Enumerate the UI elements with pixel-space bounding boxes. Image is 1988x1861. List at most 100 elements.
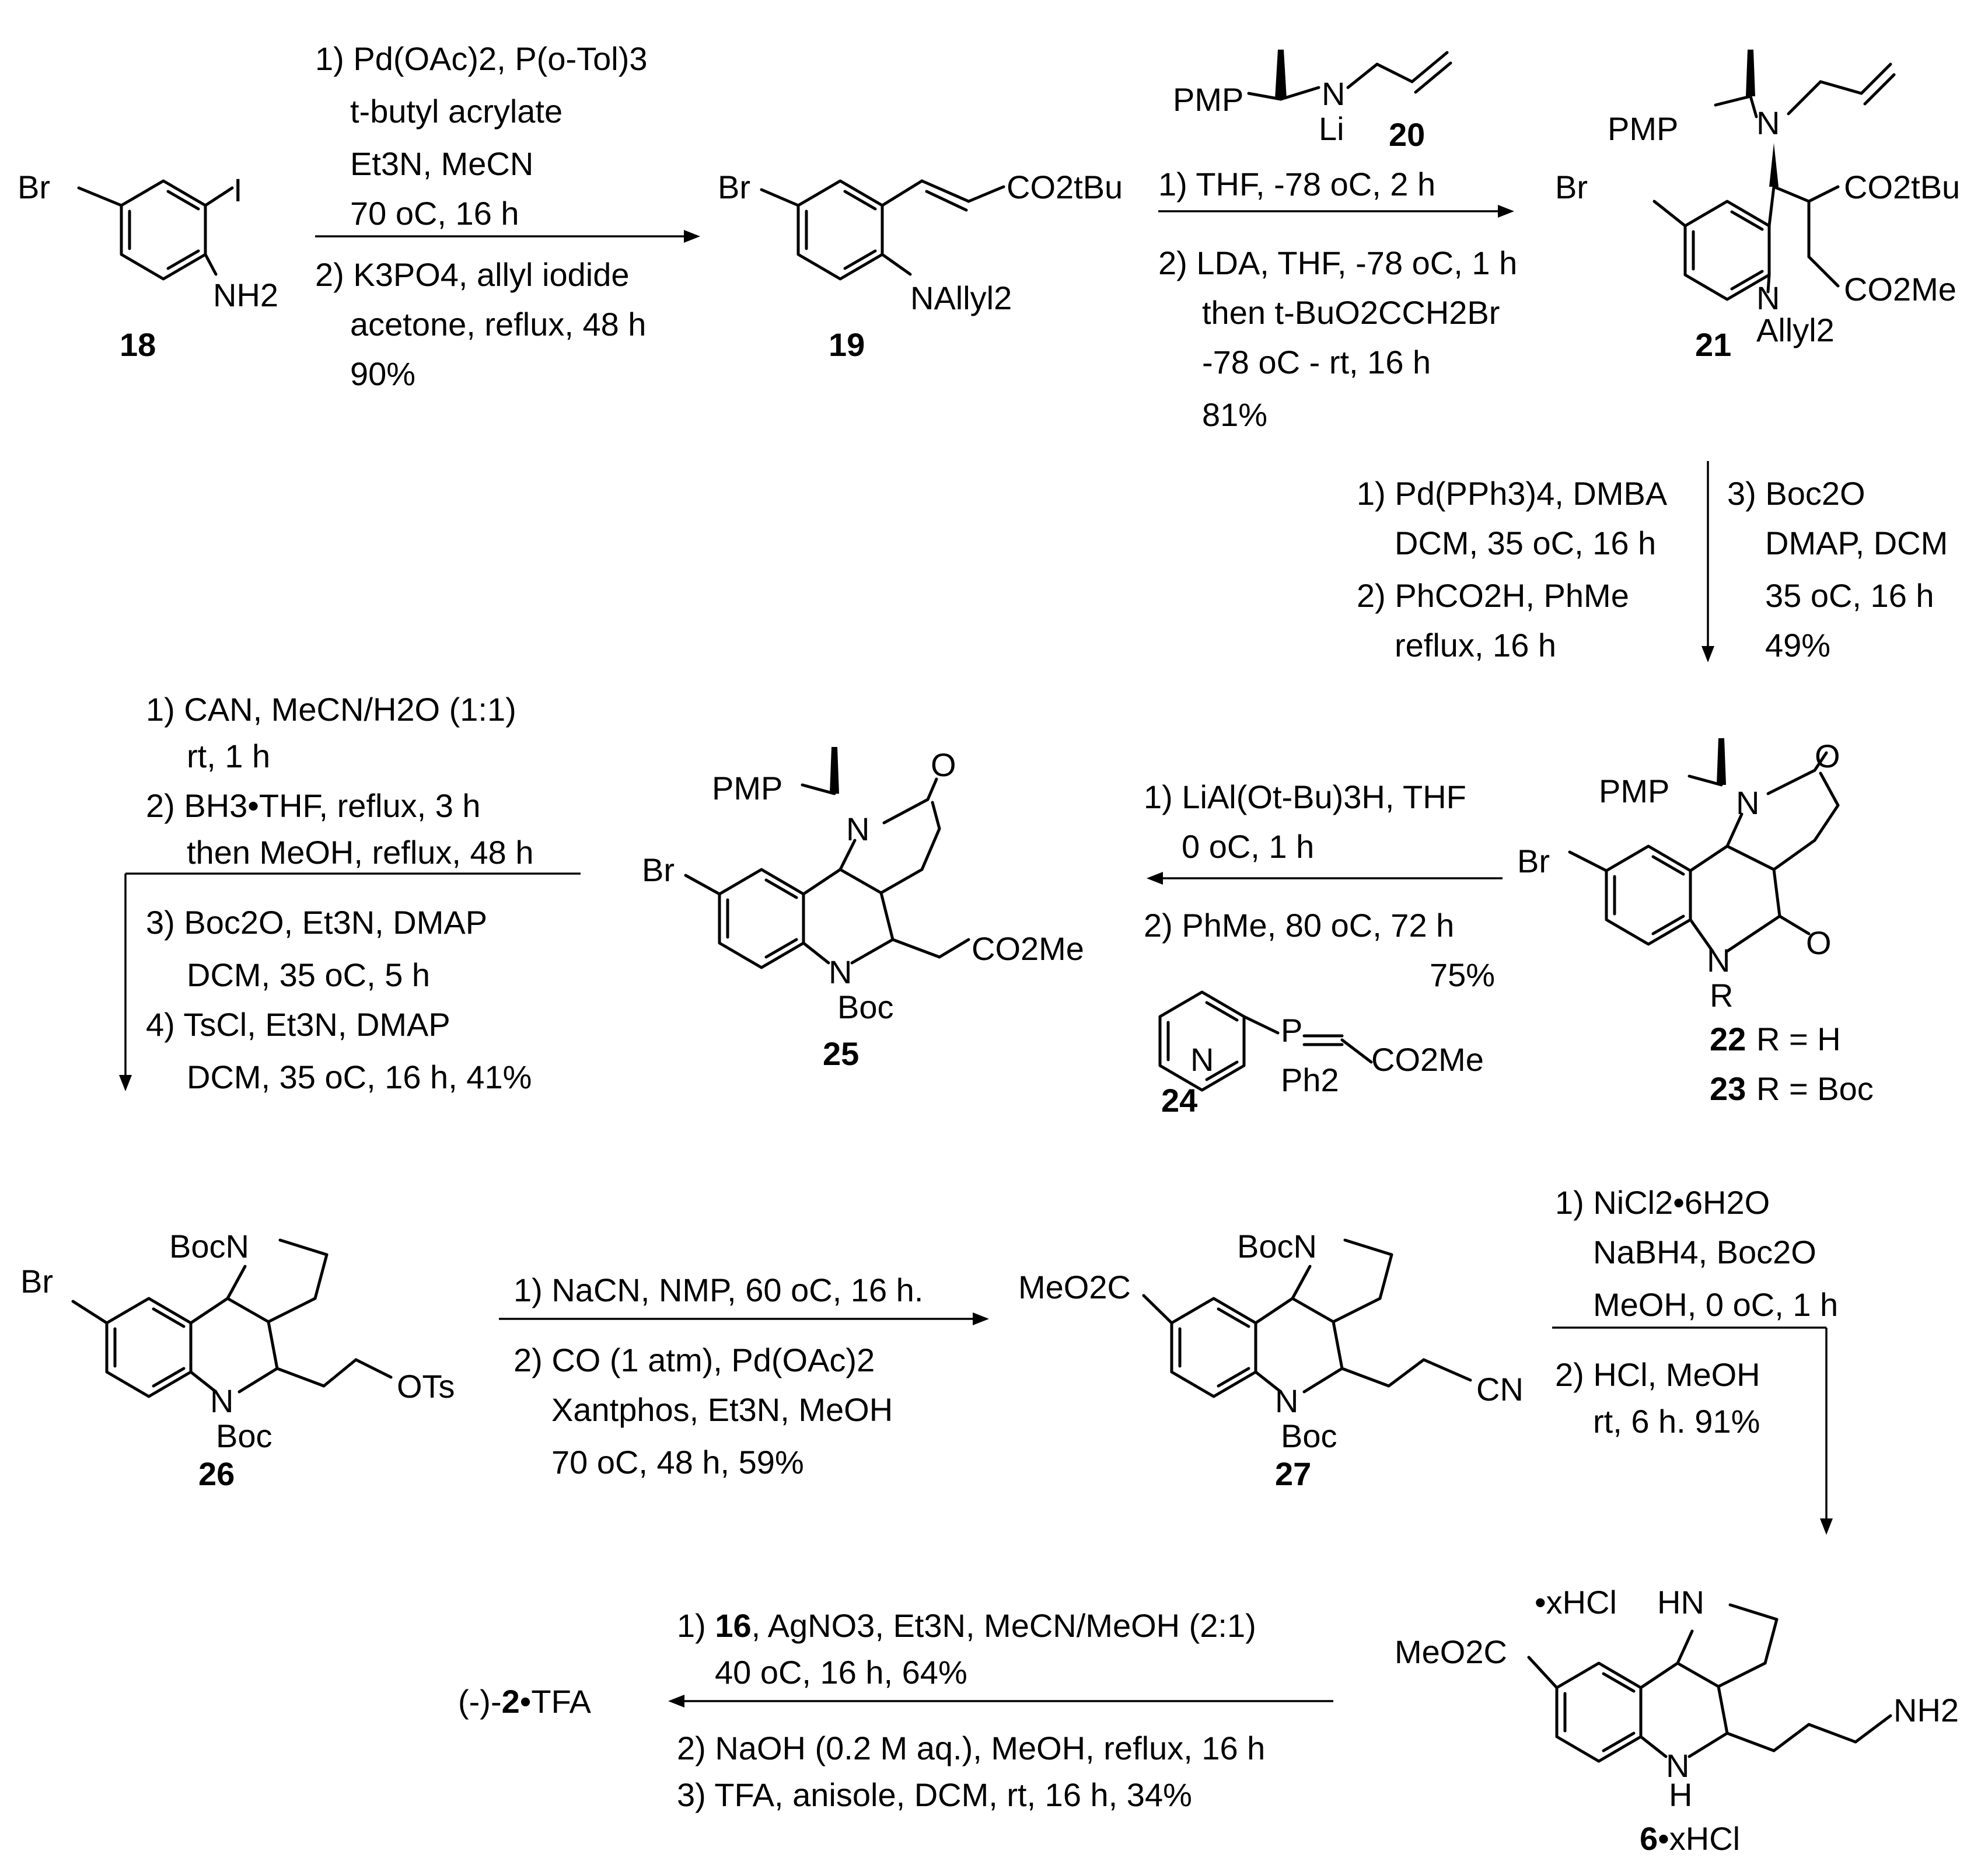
s3-left-1: 1) Pd(PPh3)4, DMBA	[1357, 475, 1668, 512]
c25-n2-label: N	[829, 954, 852, 990]
c20-n-label: N	[1322, 75, 1345, 112]
c23-label: R = Boc	[1756, 1070, 1874, 1107]
c23-n2-label: N	[1707, 942, 1730, 979]
c26-n2-label: N	[210, 1382, 233, 1419]
s1-line-1: 1) Pd(OAc)2, P(o-Tol)3	[315, 40, 648, 77]
s5-line-1: 1) CAN, MeCN/H2O (1:1)	[146, 691, 516, 728]
compound-18: Br I NH2 18	[18, 169, 278, 363]
s5-line-8: DCM, 35 oC, 16 h, 41%	[187, 1059, 532, 1095]
s2-line-2: 2) LDA, THF, -78 oC, 1 h	[1158, 245, 1517, 281]
c21-ester1-label: CO2tBu	[1844, 169, 1960, 205]
c21-number: 21	[1695, 326, 1731, 363]
step-5: 1) CAN, MeCN/H2O (1:1) rt, 1 h 2) BH3•TH…	[119, 691, 581, 1095]
compound-21: PMP N Br CO2tBu CO2Me N Allyl2 21	[1555, 50, 1960, 363]
s4-line-3: 2) PhMe, 80 oC, 72 h	[1144, 907, 1454, 944]
s5-line-2: rt, 1 h	[187, 738, 270, 774]
c27-boc-label: Boc	[1281, 1417, 1337, 1454]
step-7: 1) NiCl2•6H2O NaBH4, Boc2O MeOH, 0 oC, 1…	[1552, 1184, 1838, 1535]
c21-pmp-label: PMP	[1608, 110, 1678, 147]
s3-left-4: reflux, 16 h	[1395, 627, 1556, 664]
c6-n2-label: N	[1666, 1747, 1689, 1784]
step-4: 1) LiAl(Ot-Bu)3H, THF 0 oC, 1 h 2) PhMe,…	[1144, 778, 1503, 993]
c19-number: 19	[829, 326, 865, 363]
compound-19: Br CO2tBu NAllyl2 19	[718, 169, 1123, 363]
c19-ester-label: CO2tBu	[1007, 169, 1123, 205]
s1-line-2: t-butyl acrylate	[350, 93, 562, 130]
c6-ester-label: MeO2C	[1395, 1633, 1507, 1670]
c21-br-label: Br	[1555, 169, 1588, 205]
c25-o-label: O	[931, 746, 956, 783]
compound-22-23: PMP N O Br O N R 22 R = H 23 R = Boc	[1517, 738, 1874, 1107]
step-2: 1) THF, -78 oC, 2 h 2) LDA, THF, -78 oC,…	[1158, 166, 1517, 433]
compound-25: PMP N O Br CO2Me N Boc 25	[642, 746, 1084, 1072]
c20-number: 20	[1389, 116, 1425, 153]
c6-h-label: H	[1669, 1776, 1692, 1813]
c6-salt: •xHCl	[1658, 1820, 1740, 1857]
s8-ref-16: 16	[715, 1607, 751, 1644]
s2-line-5: 81%	[1202, 396, 1267, 433]
s8-line-2: 40 oC, 16 h, 64%	[715, 1654, 967, 1691]
s6-line-2: 2) CO (1 atm), Pd(OAc)2	[513, 1342, 875, 1378]
c24-n-label: N	[1190, 1041, 1214, 1078]
c27-ester-label: MeO2C	[1018, 1269, 1131, 1305]
c21-n-label: N	[1756, 104, 1780, 141]
c19-br-label: Br	[718, 169, 750, 205]
c23-number: 23	[1710, 1070, 1746, 1107]
s3-right-3: 35 oC, 16 h	[1765, 577, 1934, 614]
c26-bocn-label: BocN	[169, 1228, 249, 1265]
s8-line-4: 3) TFA, anisole, DCM, rt, 16 h, 34%	[677, 1776, 1192, 1813]
s5-line-6: DCM, 35 oC, 5 h	[187, 956, 430, 993]
c21-n2-label: N	[1756, 280, 1780, 316]
c20-pmp-label: PMP	[1173, 81, 1243, 118]
s2-line-3: then t-BuO2CCH2Br	[1202, 294, 1500, 331]
c25-br-label: Br	[642, 851, 675, 888]
compound-6: HN •xHCl MeO2C N H NH2 6•xHCl	[1395, 1584, 1959, 1857]
s5-line-3: 2) BH3•THF, reflux, 3 h	[146, 787, 481, 824]
c22-label: R = H	[1756, 1021, 1841, 1057]
step-3: 1) Pd(PPh3)4, DMBA DCM, 35 oC, 16 h 2) P…	[1357, 461, 1948, 664]
c6-salt-top-label: •xHCl	[1535, 1584, 1617, 1621]
step-1: 1) Pd(OAc)2, P(o-Tol)3 t-butyl acrylate …	[315, 40, 700, 392]
compound-26: BocN Br N Boc OTs 26	[20, 1228, 455, 1492]
s1-line-7: 90%	[350, 355, 415, 392]
final-product-number: 2	[502, 1683, 520, 1720]
c23-br-label: Br	[1517, 843, 1550, 879]
c19-amine-label: NAllyl2	[910, 280, 1012, 316]
c6-number: 6	[1640, 1820, 1658, 1857]
s3-right-2: DMAP, DCM	[1765, 525, 1948, 561]
s7-line-3: MeOH, 0 oC, 1 h	[1593, 1286, 1838, 1323]
s4-line-1: 1) LiAl(Ot-Bu)3H, THF	[1144, 778, 1466, 815]
s5-line-5: 3) Boc2O, Et3N, DMAP	[146, 904, 487, 941]
c26-number: 26	[198, 1455, 235, 1492]
s7-line-5: rt, 6 h. 91%	[1593, 1403, 1760, 1440]
compound-27: BocN MeO2C N Boc CN 27	[1018, 1228, 1524, 1492]
s1-line-4: 70 oC, 16 h	[350, 195, 519, 232]
s7-line-2: NaBH4, Boc2O	[1593, 1234, 1816, 1270]
s2-line-1: 1) THF, -78 oC, 2 h	[1158, 166, 1435, 202]
reagent-20: PMP N Li 20	[1173, 50, 1452, 153]
c26-boc-label: Boc	[216, 1417, 272, 1454]
s3-right-4: 49%	[1765, 627, 1830, 664]
c23-o2-label: O	[1806, 924, 1832, 961]
c25-n-label: N	[846, 811, 869, 847]
s1-line-3: Et3N, MeCN	[350, 145, 533, 182]
step-8: 1) 16, AgNO3, Et3N, MeCN/MeOH (2:1) 40 o…	[668, 1607, 1333, 1813]
c22-number: 22	[1710, 1021, 1746, 1057]
c26-br-label: Br	[20, 1263, 53, 1300]
c27-n2-label: N	[1275, 1382, 1298, 1419]
c25-boc-label: Boc	[837, 989, 894, 1025]
s6-line-4: 70 oC, 48 h, 59%	[551, 1444, 804, 1481]
s5-line-7: 4) TsCl, Et3N, DMAP	[146, 1006, 450, 1043]
c20-li-label: Li	[1319, 110, 1344, 147]
c27-cn-label: CN	[1476, 1371, 1524, 1408]
c6-hn-label: HN	[1657, 1584, 1704, 1621]
c24-p-label: P	[1281, 1012, 1302, 1049]
final-product: (-)-2•TFA	[458, 1683, 592, 1720]
c24-ph2-label: Ph2	[1281, 1062, 1339, 1098]
s3-right-1: 3) Boc2O	[1727, 475, 1865, 512]
c18-number: 18	[120, 326, 156, 363]
c21-ester2-label: CO2Me	[1844, 271, 1956, 308]
c27-bocn-label: BocN	[1237, 1228, 1317, 1265]
s7-line-1: 1) NiCl2•6H2O	[1555, 1184, 1770, 1221]
c23-o1-label: O	[1815, 738, 1840, 774]
